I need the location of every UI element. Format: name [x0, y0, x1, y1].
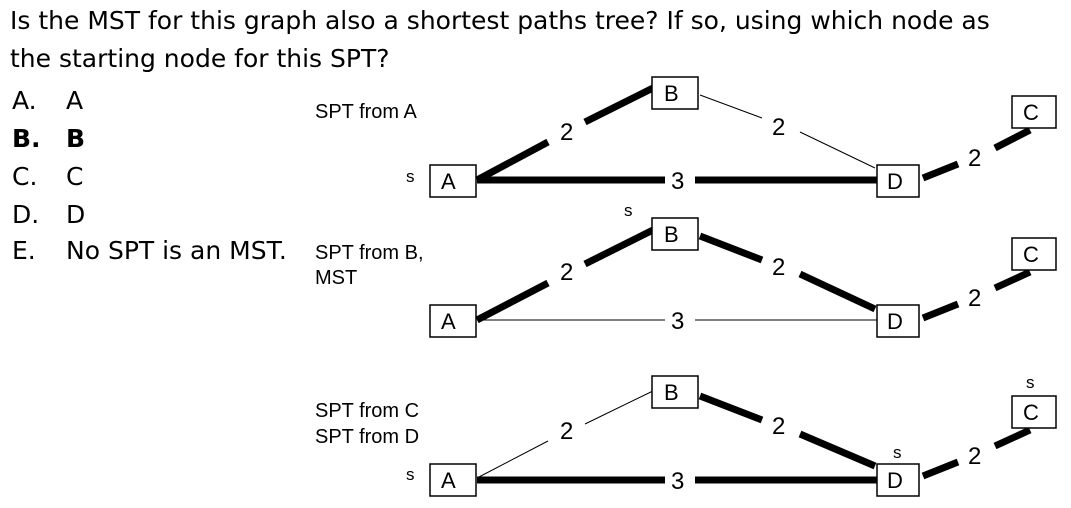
edge-weight: 2 [772, 413, 785, 440]
graph-3: SPT from C SPT from D 2 2 3 2 A s B D s … [315, 373, 1057, 497]
edge-weight: 2 [560, 259, 573, 286]
source-marker: s [893, 443, 902, 462]
edge-b-d [798, 270, 877, 313]
edge-weight: 2 [560, 418, 573, 445]
source-marker: s [406, 465, 415, 484]
graph-label: SPT from D [315, 426, 419, 448]
edge-d-c [993, 126, 1032, 152]
node-a [429, 304, 477, 338]
node-d [876, 463, 920, 497]
option-letter: A. [12, 86, 37, 115]
option-text: No SPT is an MST. [66, 236, 287, 265]
node-label: A [441, 468, 456, 493]
node-label: B [664, 222, 679, 247]
option-letter: B. [12, 124, 41, 153]
edge-a-b [584, 389, 656, 425]
node-label: B [664, 81, 679, 106]
edge-a-b [583, 83, 657, 126]
node-b [651, 217, 699, 251]
edge-a-b [476, 440, 549, 479]
question-text: Is the MST for this graph also a shortes… [10, 6, 990, 73]
node-label: D [887, 169, 903, 194]
edge-b-d [699, 94, 763, 119]
edge-weight: 2 [772, 114, 785, 141]
node-a [429, 164, 477, 198]
node-d [876, 164, 920, 198]
node-c [1011, 395, 1057, 429]
edge-d-c [993, 426, 1032, 450]
node-a [429, 463, 477, 497]
graph-label: SPT from A [315, 101, 418, 123]
node-label: C [1023, 100, 1039, 125]
edge-d-c [993, 268, 1032, 292]
graph-label: MST [315, 267, 357, 289]
source-marker: s [406, 167, 415, 186]
option-letter: D. [12, 200, 40, 229]
graph-label: SPT from C [315, 400, 419, 422]
graph-2: SPT from B, MST 2 2 3 2 A B s D C [315, 201, 1057, 338]
edge-weight: 2 [560, 119, 573, 146]
edge-d-c [921, 160, 960, 182]
edge-d-c [921, 300, 960, 322]
edge-weight: 2 [772, 254, 785, 281]
edge-d-c [921, 458, 960, 480]
option-text: B [66, 124, 86, 153]
edge-weight: 2 [968, 285, 981, 312]
edge-b-d [798, 430, 877, 470]
node-label: D [887, 468, 903, 493]
node-label: A [441, 169, 456, 194]
edge-weight: 3 [671, 468, 684, 495]
edge-weight: 3 [671, 308, 684, 335]
edge-a-b [475, 279, 550, 324]
edge-b-d [698, 392, 764, 424]
option-text: A [66, 86, 84, 115]
graph-1: SPT from A 2 2 3 2 A s B D C [315, 76, 1057, 198]
edge-b-d [799, 131, 876, 169]
node-label: A [441, 309, 456, 334]
option-text: D [66, 200, 86, 229]
edge-a-b [475, 138, 550, 184]
edge-b-d [698, 232, 764, 264]
node-label: C [1023, 242, 1039, 267]
node-b [651, 76, 699, 110]
graph-label: SPT from B, [315, 242, 424, 264]
node-d [876, 304, 920, 338]
option-text: C [66, 162, 84, 191]
option-letter: E. [12, 236, 36, 265]
node-b [651, 375, 699, 409]
node-c [1011, 95, 1057, 129]
edge-weight: 3 [671, 168, 684, 195]
option-letter: C. [12, 162, 38, 191]
source-marker: s [624, 201, 633, 220]
node-label: D [887, 309, 903, 334]
edge-a-b [583, 225, 657, 268]
node-label: C [1023, 400, 1039, 425]
edge-weight: 2 [968, 443, 981, 470]
edge-weight: 2 [968, 145, 981, 172]
node-label: B [664, 380, 679, 405]
node-c [1011, 237, 1057, 271]
source-marker: s [1026, 373, 1035, 392]
